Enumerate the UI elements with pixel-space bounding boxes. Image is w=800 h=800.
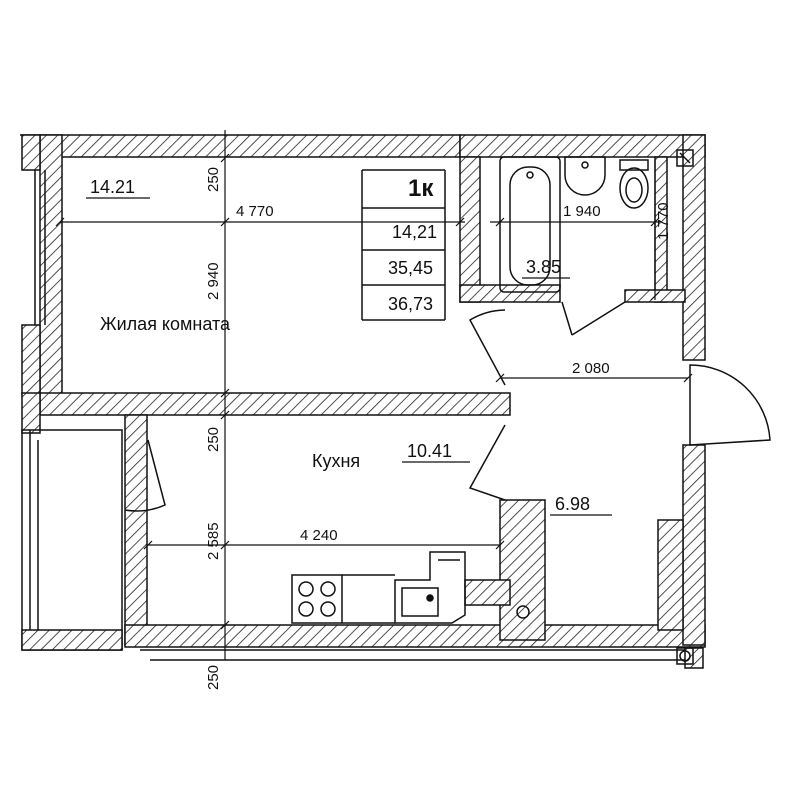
bathroom-area: 3.85 <box>526 257 561 277</box>
doors <box>124 301 771 512</box>
living-room-area: 14.21 <box>90 177 135 197</box>
dim-hall-width: 2 080 <box>572 360 610 377</box>
total-area-value: 35,45 <box>388 258 433 278</box>
countertop <box>342 574 395 624</box>
wall-markers <box>516 149 694 665</box>
living-room-name: Жилая комната <box>100 314 231 334</box>
living-area-value: 14,21 <box>392 222 437 242</box>
dim-kitchen-width: 4 240 <box>300 527 338 544</box>
outer-lines <box>20 134 704 669</box>
dim-living-depth: 2 940 <box>205 262 222 300</box>
dim-living-wall-top: 250 <box>205 167 222 192</box>
stove <box>291 574 343 624</box>
bathtub <box>499 156 561 293</box>
total-area-balcony-value: 36,73 <box>388 294 433 314</box>
toilet <box>619 159 649 209</box>
dim-bottom-wall: 250 <box>205 665 222 690</box>
hallway-area: 6.98 <box>555 494 590 514</box>
apartment-type-label: 1к <box>408 175 434 202</box>
walls <box>39 134 706 648</box>
kitchen-name: Кухня <box>312 451 360 471</box>
dim-bath-depth: 1 770 <box>655 202 672 240</box>
dim-living-wall-mid: 250 <box>205 427 222 452</box>
dimension-lines <box>55 130 693 660</box>
washbasin <box>564 156 606 196</box>
summary-table <box>361 169 446 321</box>
kitchen-area: 10.41 <box>407 441 452 461</box>
sink <box>394 551 466 624</box>
dim-kitchen-depth: 2 585 <box>205 522 222 560</box>
dim-bath-width: 1 940 <box>563 203 601 220</box>
dim-living-width: 4 770 <box>236 203 274 220</box>
